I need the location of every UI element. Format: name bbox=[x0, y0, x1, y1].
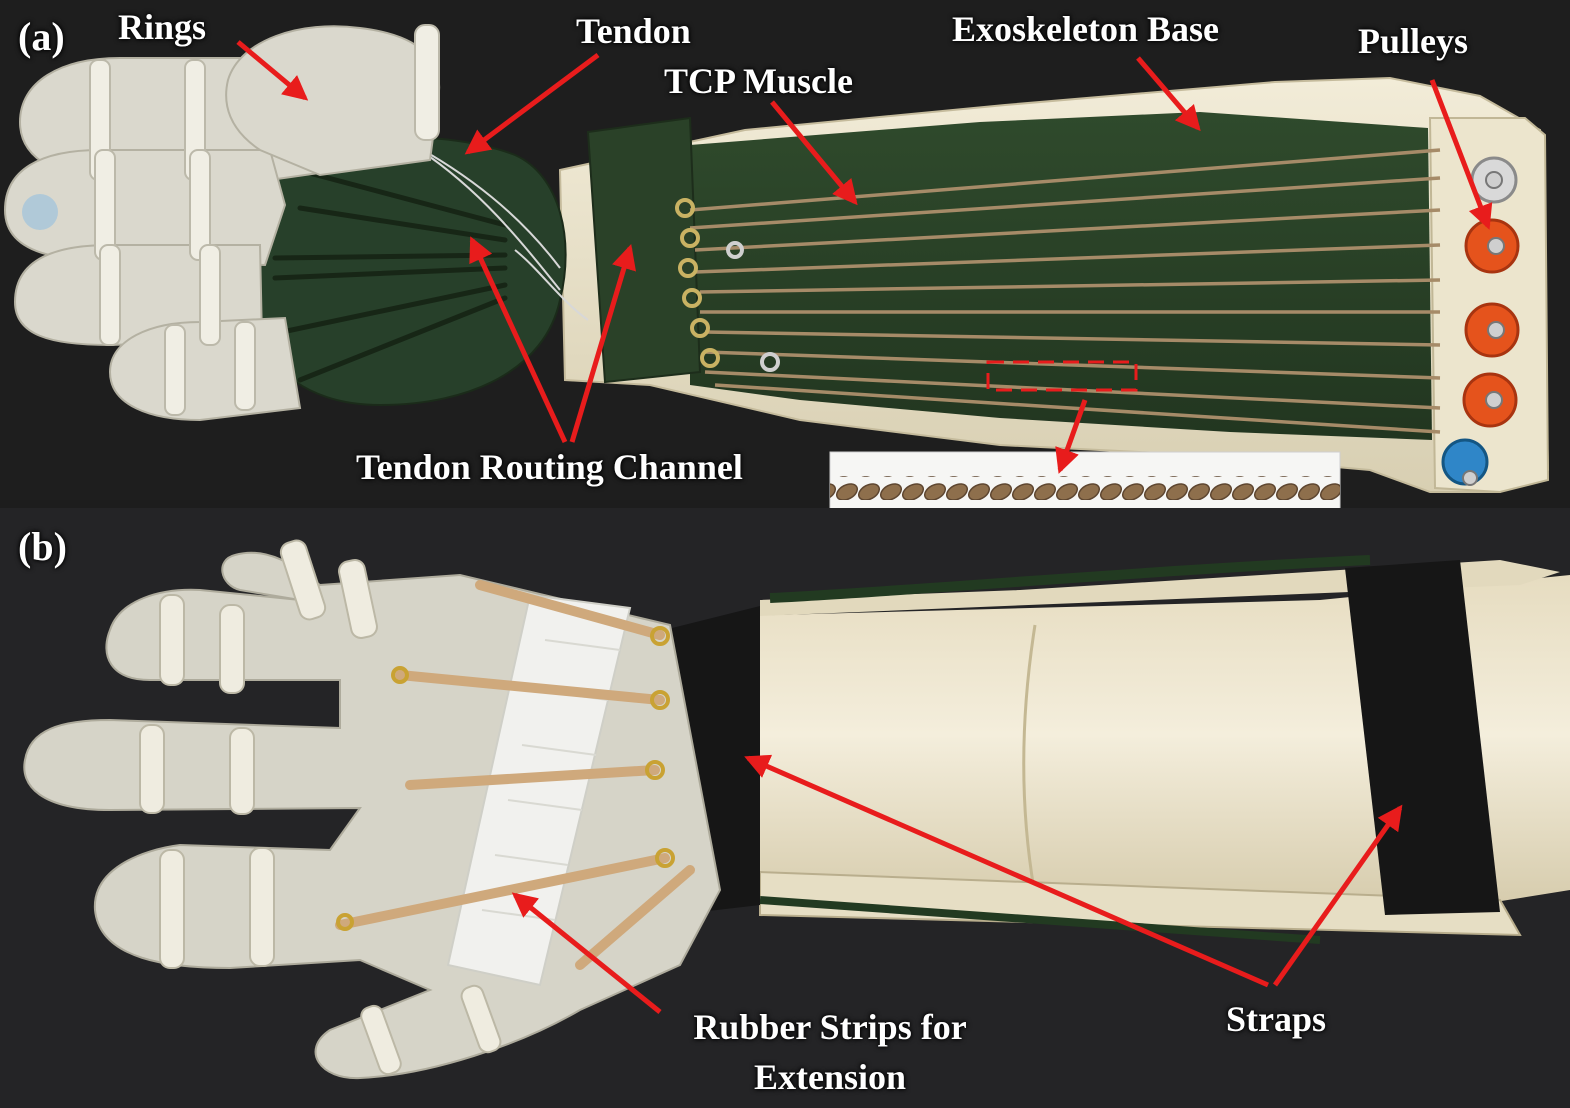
arrow-channel-cuff bbox=[569, 244, 637, 443]
label-rubber-strips: Rubber Strips for Extension bbox=[680, 1008, 980, 1096]
rings-a bbox=[89, 24, 440, 416]
label-pulleys: Pulleys bbox=[1358, 21, 1469, 61]
label-exoskeleton-base: Exoskeleton Base bbox=[952, 9, 1220, 49]
palm-channels bbox=[265, 167, 508, 383]
arrow-tcp-muscle bbox=[770, 100, 858, 206]
rings-b bbox=[139, 539, 502, 1076]
arrow-pulleys bbox=[1429, 79, 1493, 230]
label-rubber-strips-line1: Rubber Strips for bbox=[693, 1007, 967, 1047]
label-straps: Straps bbox=[1226, 999, 1327, 1039]
panel-label-b: (b) bbox=[18, 524, 67, 569]
arrow-rubber-strips bbox=[511, 892, 662, 1014]
annotation-arrows bbox=[236, 40, 1493, 1014]
hooks bbox=[675, 198, 780, 372]
pulleys bbox=[1441, 156, 1520, 486]
wrist-cuff bbox=[586, 116, 702, 384]
label-tendon: Tendon bbox=[576, 11, 691, 51]
zoom-box bbox=[986, 360, 1138, 392]
rubber-strips bbox=[335, 580, 695, 970]
label-tendon-routing-channel: Tendon Routing Channel bbox=[356, 447, 743, 487]
arrow-exoskeleton-base bbox=[1136, 56, 1201, 132]
arrow-strap-forearm bbox=[1272, 804, 1403, 987]
green-cover-lower-edge bbox=[759, 896, 1321, 944]
arrow-rings bbox=[236, 40, 309, 101]
arrow-channel-palm bbox=[469, 236, 568, 444]
green-cover-edge bbox=[769, 555, 1371, 603]
tcp-muscle-threads bbox=[689, 148, 1441, 434]
panel-label-a: (a) bbox=[18, 14, 65, 59]
panel-b-photo bbox=[0, 508, 1570, 1108]
arrow-zoom bbox=[1055, 399, 1088, 474]
fingertip-mark bbox=[22, 194, 58, 230]
arrow-strap-wrist bbox=[744, 754, 1270, 988]
panel-a-photo bbox=[0, 0, 1570, 537]
label-rubber-strips-line2: Extension bbox=[753, 1057, 907, 1097]
cylinder-seam bbox=[1022, 624, 1037, 896]
label-tcp-muscle: TCP Muscle bbox=[664, 61, 853, 101]
hooks-b bbox=[336, 626, 675, 931]
arrow-tendon bbox=[464, 52, 600, 155]
label-rings: Rings bbox=[118, 7, 207, 47]
